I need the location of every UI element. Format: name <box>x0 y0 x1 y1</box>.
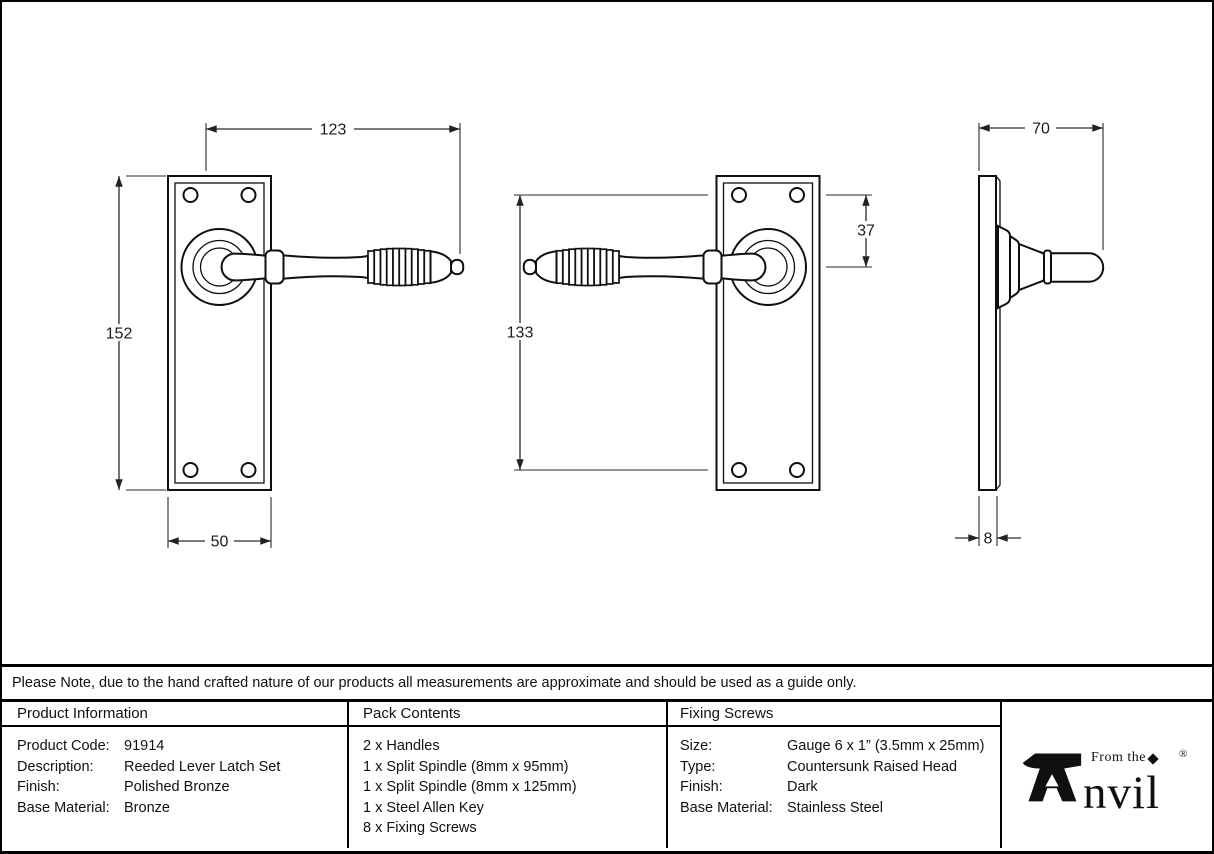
note-row: Please Note, due to the hand crafted nat… <box>2 667 1212 702</box>
table-row: Base Material: Stainless Steel <box>680 798 1000 819</box>
column-header-fixing-screws: Fixing Screws <box>668 702 1000 727</box>
field-label: Type: <box>680 758 716 775</box>
field-value: 91914 <box>124 738 165 754</box>
list-item: 8 x Fixing Screws <box>363 820 477 836</box>
table-row: Size: Gauge 6 x 1” (3.5mm x 25mm) <box>680 736 1000 757</box>
brand-logo: From the ® nvil <box>1002 702 1212 848</box>
dimension-labels: 123 152 50 133 37 70 8 <box>101 119 1056 551</box>
table-row: Finish: Polished Bronze <box>17 777 347 798</box>
table-row: Description: Reeded Lever Latch Set <box>17 757 347 778</box>
field-value: Countersunk Raised Head <box>787 758 958 775</box>
table-row: Base Material: Bronze <box>17 798 347 819</box>
anvil-icon <box>1022 753 1082 802</box>
field-label: Size: <box>680 738 713 754</box>
from-the-anvil-logo: From the ® nvil <box>1021 742 1193 817</box>
list-item: 1 x Split Spindle (8mm x 95mm) <box>363 758 569 775</box>
table-row: Type: Countersunk Raised Head <box>680 757 1000 778</box>
fixing-screws-column: Fixing Screws Size: Gauge 6 x 1” (3.5mm x… <box>668 702 1002 848</box>
dim-label-plate-thickness: 8 <box>984 531 993 548</box>
backplate-front-view-1 <box>167 175 272 491</box>
technical-drawing-svg: 123 152 50 133 37 70 8 <box>101 119 1105 551</box>
dim-label-plate-width: 50 <box>211 534 229 551</box>
technical-drawing: 123 152 50 133 37 70 8 <box>2 2 1212 667</box>
spec-table: Product Information Product Code: 91914 D… <box>2 702 1212 848</box>
product-information-column: Product Information Product Code: 91914 D… <box>2 702 349 848</box>
list-item: 1 x Split Spindle (8mm x 125mm) <box>363 779 577 795</box>
dim-label-lever-length: 123 <box>320 122 347 139</box>
field-value: Bronze <box>124 799 170 816</box>
field-value: Stainless Steel <box>787 799 883 816</box>
list-item: 1 x Steel Allen Key <box>363 799 484 816</box>
note-text: Please Note, due to the hand crafted nat… <box>12 675 857 691</box>
field-label: Base Material: <box>17 799 110 816</box>
field-value: Polished Bronze <box>124 779 230 795</box>
dim-label-plate-height: 152 <box>106 326 133 343</box>
registered-trademark: ® <box>1179 748 1188 760</box>
dim-label-top-to-handle: 37 <box>857 223 875 240</box>
side-profile-view <box>978 175 1105 491</box>
table-row: Product Code: 91914 <box>17 736 347 757</box>
reeded-lever-view-2 <box>522 247 767 287</box>
logo-from-the: From the <box>1091 750 1146 765</box>
backplate-front-view-2 <box>715 175 821 491</box>
dim-label-projection: 70 <box>1032 121 1050 138</box>
logo-text: From the ® nvil <box>1083 748 1193 817</box>
logo-brand-text: nvil <box>1083 767 1161 819</box>
dim-label-screw-centres: 133 <box>507 325 534 342</box>
column-header-pack-contents: Pack Contents <box>349 702 666 727</box>
reeded-lever-view-1 <box>220 247 465 287</box>
field-label: Description: <box>17 758 94 775</box>
field-label: Base Material: <box>680 799 773 816</box>
field-label: Finish: <box>17 779 60 795</box>
pack-contents-column: Pack Contents 2 x Handles 1 x Split Spin… <box>349 702 668 848</box>
list-item: 2 x Handles <box>363 738 440 754</box>
field-value: Reeded Lever Latch Set <box>124 758 281 775</box>
column-header-product-information: Product Information <box>2 702 347 727</box>
field-label: Finish: <box>680 779 723 795</box>
field-label: Product Code: <box>17 738 110 754</box>
field-value: Gauge 6 x 1” (3.5mm x 25mm) <box>787 738 985 754</box>
field-value: Dark <box>787 779 818 795</box>
table-row: Finish: Dark <box>680 777 1000 798</box>
logo-diamond-dot-icon <box>1147 753 1159 765</box>
